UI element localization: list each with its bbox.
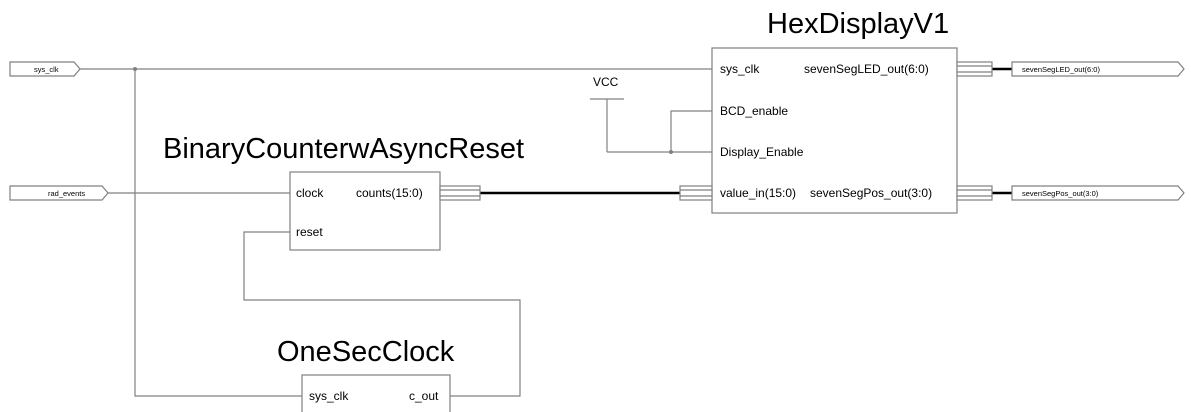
- input-port-sys-clk-label: sys_clk: [34, 65, 59, 74]
- output-port-seven-seg-led-label: sevenSegLED_out(6:0): [1022, 65, 1100, 74]
- pin-onesec-sys-clk: sys_clk: [309, 389, 349, 403]
- pin-reset: reset: [296, 225, 323, 239]
- pin-counts: counts(15:0): [356, 186, 423, 200]
- output-port-seven-seg-led: sevenSegLED_out(6:0): [1011, 61, 1185, 77]
- pin-c-out: c_out: [409, 389, 439, 403]
- value-in-bus-stub: [679, 185, 713, 201]
- block-one-sec-clock-body: [301, 374, 451, 412]
- pin-seven-seg-led-out: sevenSegLED_out(6:0): [804, 62, 929, 76]
- seg-pos-bus-stub: [956, 185, 993, 201]
- junction-vcc: [669, 150, 673, 154]
- output-port-seven-seg-pos-label: sevenSegPos_out(3:0): [1022, 189, 1099, 198]
- block-binary-counter-title: BinaryCounterwAsyncReset: [163, 133, 524, 165]
- pin-seven-seg-pos-out: sevenSegPos_out(3:0): [810, 186, 932, 200]
- block-one-sec-clock-title: OneSecClock: [277, 336, 455, 368]
- input-port-rad-events-label: rad_events: [48, 189, 85, 198]
- vcc-symbol: VCC: [590, 75, 624, 100]
- block-one-sec-clock: OneSecClock sys_clk c_out: [277, 336, 455, 412]
- block-binary-counter-body: [289, 171, 441, 251]
- pin-hex-sys-clk: sys_clk: [720, 62, 760, 76]
- pin-clock: clock: [296, 186, 324, 200]
- wires: [80, 67, 1012, 397]
- block-binary-counter: BinaryCounterwAsyncReset clock counts(15…: [163, 133, 524, 251]
- block-hex-display-title: HexDisplayV1: [767, 8, 949, 40]
- pin-bcd-enable: BCD_enable: [720, 104, 788, 118]
- pin-display-enable: Display_Enable: [720, 145, 804, 159]
- input-port-sys-clk: sys_clk: [9, 61, 81, 77]
- wire-c-out-to-reset: [243, 231, 521, 397]
- wire-sys-clk-to-onesec: [134, 69, 302, 397]
- input-port-rad-events: rad_events: [9, 185, 109, 201]
- seg-led-bus-stub: [956, 61, 993, 77]
- vcc-label: VCC: [593, 75, 619, 89]
- block-hex-display: HexDisplayV1 sys_clk sevenSegLED_out(6:0…: [679, 8, 993, 214]
- pin-value-in: value_in(15:0): [720, 186, 796, 200]
- wire-bcd-enable: [670, 110, 712, 152]
- counts-bus-stub: [439, 185, 481, 201]
- output-port-seven-seg-pos: sevenSegPos_out(3:0): [1011, 185, 1185, 201]
- block-hex-display-body: [711, 47, 958, 214]
